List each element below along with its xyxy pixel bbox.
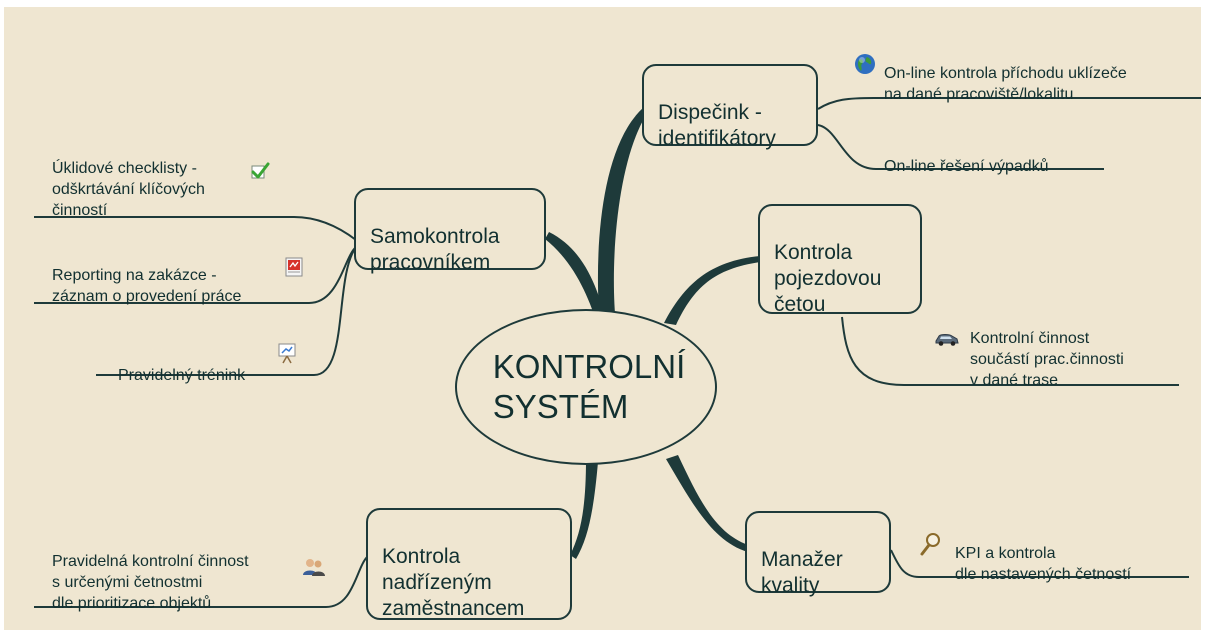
central-topic-node[interactable]: KONTROLNÍ SYSTÉM: [455, 309, 717, 465]
leaf-online-kontrola: On-line kontrola příchodu uklízeče na da…: [884, 65, 1127, 103]
presentation-board-icon: [277, 342, 297, 369]
central-topic-label: KONTROLNÍ SYSTÉM: [492, 348, 686, 425]
leaf-pravidelna-kontrolni: Pravidelná kontrolní činnost s určenými …: [52, 553, 249, 612]
report-document-icon: [285, 257, 303, 282]
branch-pojezdova-node[interactable]: Kontrola pojezdovou četou: [758, 204, 922, 316]
car-icon: [934, 331, 960, 352]
branch-manazer-label: Manažer kvality: [761, 548, 843, 597]
branch-nadrizeny-label: Kontrola nadřízeným zaměstnancem: [382, 545, 525, 620]
people-icon: [302, 557, 326, 582]
spoke-pojezdova: [664, 256, 760, 325]
leaf-reporting: Reporting na zakázce - záznam o proveden…: [52, 267, 242, 305]
leaf-checklisty: Úklidové checklisty - odškrtávání klíčov…: [52, 160, 205, 219]
magnifier-icon: [920, 532, 942, 561]
leaf-kpi: KPI a kontrola dle nastavených četností: [955, 545, 1132, 583]
link-samo-checklisty: [34, 216, 357, 241]
spoke-dispecink: [597, 107, 652, 327]
link-manazer-kpi: [890, 549, 1189, 578]
branch-dispecink-node[interactable]: Dispečink - identifikátory: [642, 64, 818, 150]
spoke-nadrizeny: [570, 459, 598, 559]
branch-samokontrola-node[interactable]: Samokontrola pracovníkem: [354, 188, 546, 274]
leaf-kontrolni-cinnost: Kontrolní činnost součástí prac.činnosti…: [970, 330, 1124, 389]
branch-nadrizeny-node[interactable]: Kontrola nadřízeným zaměstnancem: [366, 508, 572, 620]
link-nadrizeny-pravidelna: [34, 555, 369, 608]
link-dispecink-online-kontrola: [817, 97, 1201, 110]
branch-manazer-node[interactable]: Manažer kvality: [745, 511, 891, 597]
globe-icon: [854, 53, 876, 80]
leaf-online-reseni: On-line řešení výpadků: [884, 158, 1049, 175]
link-dispecink-online-reseni: [817, 124, 1104, 170]
connector-lines: [34, 97, 1201, 608]
spoke-manazer: [666, 455, 748, 552]
link-pojezdova-kontrolni: [841, 316, 1179, 386]
spoke-samokontrola: [545, 232, 608, 327]
checkmark-icon: [250, 161, 270, 186]
leaf-trenink: Pravidelný trénink: [118, 367, 246, 384]
mindmap-canvas: KONTROLNÍ SYSTÉM Dispečink - identifikát…: [4, 7, 1201, 630]
branch-dispecink-label: Dispečink - identifikátory: [658, 101, 776, 150]
link-samo-trenink: [96, 246, 357, 376]
branch-pojezdova-label: Kontrola pojezdovou četou: [774, 241, 882, 316]
branch-samokontrola-label: Samokontrola pracovníkem: [370, 225, 500, 274]
